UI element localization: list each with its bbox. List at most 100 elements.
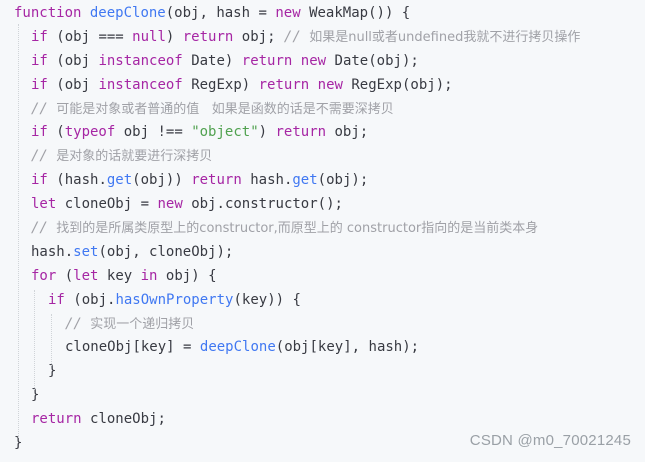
punctuation-token: ( — [165, 5, 175, 21]
keyword-token: return — [258, 76, 310, 93]
punctuation-token: } — [31, 387, 40, 404]
keyword-token: instanceof — [98, 52, 183, 69]
punctuation-token — [301, 5, 309, 21]
punctuation-token: ( — [64, 291, 82, 308]
punctuation-token: , — [199, 5, 217, 21]
identifier-token: obj — [64, 52, 91, 69]
identifier-token: obj — [64, 76, 91, 93]
indent-guide — [34, 290, 36, 390]
comment-token: 是对象的话就要进行深拷贝 — [56, 149, 213, 165]
identifier-token: cloneObj — [149, 243, 217, 260]
code-line: return cloneObj; — [0, 408, 645, 432]
watermark: CSDN @m0_70021245 — [469, 432, 631, 450]
code-line: if (obj === null) return obj; // 如果是null… — [0, 26, 645, 50]
punctuation-token — [326, 53, 334, 69]
punctuation-token: (); — [317, 196, 343, 213]
punctuation-token — [183, 196, 191, 212]
punctuation-token — [292, 53, 300, 69]
identifier-token: obj — [241, 28, 268, 45]
punctuation-token: ); — [435, 76, 453, 93]
punctuation-token: )) — [165, 172, 192, 189]
code-line: hash.set(obj, cloneObj); — [0, 241, 645, 265]
code-line: cloneObj[key] = deepClone(obj[key], hash… — [0, 336, 645, 360]
function-token: get — [106, 172, 133, 189]
punctuation-token: ); — [402, 339, 420, 356]
keyword-token: new — [275, 5, 301, 21]
identifier-token: cloneObj — [65, 339, 133, 356]
identifier-token: obj — [376, 52, 402, 69]
punctuation-token: ()) { — [368, 5, 411, 21]
identifier-token: obj — [123, 124, 150, 141]
punctuation-token — [132, 268, 140, 284]
punctuation-token: ) — [258, 124, 276, 141]
punctuation-token: ( — [56, 267, 74, 284]
punctuation-token: . — [98, 172, 107, 189]
punctuation-token — [81, 5, 89, 21]
punctuation-token: ( — [233, 291, 242, 308]
punctuation-token — [115, 124, 123, 140]
keyword-token: in — [140, 267, 158, 284]
punctuation-token: ( — [317, 172, 327, 189]
comment-token: 可能是对象或者普通的值 如果是函数的话是不需要深拷贝 — [56, 101, 394, 117]
identifier-token: WeakMap — [309, 5, 369, 21]
identifier-token: hash — [216, 5, 251, 21]
punctuation-token — [56, 196, 64, 212]
code-line: let cloneObj = new obj.constructor(); — [0, 193, 645, 217]
comment-token: 找到的是所属类原型上的constructor,而原型上的 constructor… — [56, 221, 539, 237]
code-line: } — [0, 432, 645, 456]
punctuation-token: ; — [359, 124, 369, 141]
punctuation-token: === — [90, 28, 133, 45]
punctuation-token: ; — [157, 411, 166, 428]
identifier-token: cloneObj — [64, 196, 133, 213]
identifier-token: obj — [106, 243, 133, 260]
punctuation-token — [309, 77, 317, 93]
code-line: if (obj instanceof RegExp) return new Re… — [0, 74, 645, 98]
comment-token: 如果是null或者undefined我就不进行拷贝操作 — [309, 29, 581, 45]
keyword-token: if — [31, 52, 48, 69]
punctuation-token: ); — [216, 243, 234, 260]
keyword-token: if — [31, 28, 48, 45]
identifier-token: obj — [140, 172, 166, 189]
function-token: deepClone — [89, 5, 166, 21]
punctuation-token: ( — [275, 339, 285, 356]
punctuation-token: . — [216, 196, 225, 213]
keyword-token: return — [182, 28, 234, 45]
identifier-token: obj — [326, 172, 352, 189]
code-line: // 找到的是所属类原型上的constructor,而原型上的 construc… — [0, 217, 645, 241]
code-line: if (typeof obj !== "object") return obj; — [0, 121, 645, 145]
keyword-token: if — [48, 291, 65, 308]
keyword-token: typeof — [64, 124, 116, 141]
punctuation-token: ( — [47, 172, 65, 189]
keyword-token: if — [31, 172, 48, 189]
keyword-token: return — [275, 124, 327, 141]
punctuation-token: ); — [351, 172, 369, 189]
keyword-token: let — [31, 196, 57, 213]
comment-token: // — [31, 100, 57, 117]
punctuation-token: ) — [165, 28, 183, 45]
keyword-token: new — [317, 76, 343, 93]
keyword-token: new — [157, 196, 183, 213]
code-line: // 可能是对象或者普通的值 如果是函数的话是不需要深拷贝 — [0, 98, 645, 122]
punctuation-token: } — [14, 435, 23, 452]
punctuation-token: . — [107, 291, 116, 308]
identifier-token: obj — [410, 76, 436, 93]
identifier-token: Date — [191, 52, 225, 69]
keyword-token: let — [73, 267, 99, 284]
function-token: hasOwnProperty — [115, 291, 234, 308]
punctuation-token — [233, 29, 241, 45]
punctuation-token: , — [132, 243, 150, 260]
punctuation-token — [183, 77, 191, 93]
punctuation-token: ( — [47, 76, 65, 93]
function-token: deepClone — [199, 339, 276, 356]
punctuation-token: ], — [343, 339, 369, 356]
identifier-token: key — [241, 291, 268, 308]
punctuation-token: ( — [368, 52, 377, 69]
identifier-token: hash — [64, 172, 99, 189]
code-line: if (hash.get(obj)) return hash.get(obj); — [0, 169, 645, 193]
code-line: if (obj.hasOwnProperty(key)) { — [0, 289, 645, 313]
identifier-token: Date — [334, 52, 369, 69]
punctuation-token: ( — [47, 124, 65, 141]
punctuation-token: . — [64, 243, 74, 260]
punctuation-token: ( — [47, 28, 65, 45]
